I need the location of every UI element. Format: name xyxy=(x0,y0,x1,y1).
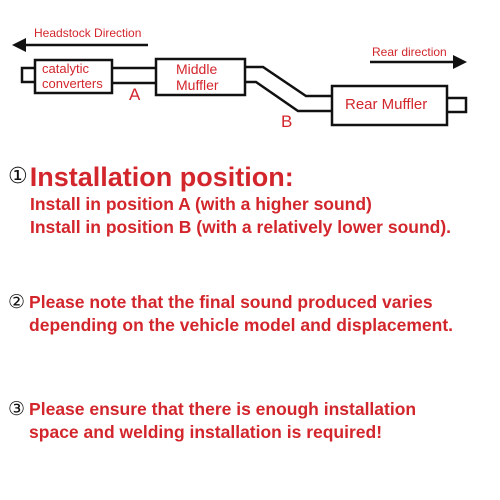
headstock-direction-label: Headstock Direction xyxy=(34,26,142,40)
section-1-title: Installation position: xyxy=(29,162,294,192)
exhaust-diagram-drawing xyxy=(12,38,468,127)
rear-arrow-icon xyxy=(370,55,467,69)
section-3-line-2: space and welding installation is requir… xyxy=(29,422,383,442)
rear-muffler-box xyxy=(330,84,449,127)
section-1-body: Install in position A (with a higher sou… xyxy=(8,193,451,239)
headstock-arrow-icon xyxy=(12,38,148,52)
section-3-note: ③ Please ensure that there is enough ins… xyxy=(8,398,416,444)
rear-direction-label: Rear direction xyxy=(372,45,447,59)
section-2-body: Please note that the final sound produce… xyxy=(29,291,453,337)
section-1-line-2: Install in position B (with a relatively… xyxy=(30,217,452,237)
middle-muffler-box xyxy=(154,57,247,97)
pipe-b-top xyxy=(244,65,333,98)
catalytic-label-line2: converters xyxy=(42,76,103,91)
section-1-line-1: Install in position A (with a higher sou… xyxy=(30,194,372,214)
middle-muffler-label-line2: Muffler xyxy=(176,77,219,93)
section-installation-position: ① Installation position: Install in posi… xyxy=(8,163,451,239)
exhaust-diagram: Headstock Direction Rear direction catal… xyxy=(0,0,500,150)
section-1-number: ① xyxy=(8,164,28,189)
section-3-number: ③ xyxy=(8,398,26,420)
section-2-note: ② Please note that the final sound produ… xyxy=(8,291,453,337)
catalytic-label-line1: catalytic xyxy=(42,61,89,76)
position-b-marker: B xyxy=(281,112,293,131)
section-3-body: Please ensure that there is enough insta… xyxy=(29,398,416,444)
position-a-marker: A xyxy=(129,85,141,104)
section-3-line-1: Please ensure that there is enough insta… xyxy=(29,399,417,419)
rear-muffler-label: Rear Muffler xyxy=(345,96,428,113)
section-2-line-1: Please note that the final sound produce… xyxy=(29,292,433,312)
tail-pipe-stub xyxy=(444,96,468,114)
pipe-b-bottom xyxy=(244,80,333,113)
section-2-number: ② xyxy=(8,291,26,313)
middle-muffler-label-line1: Middle xyxy=(176,61,218,77)
section-space-note: ③ Please ensure that there is enough ins… xyxy=(8,398,416,444)
section-sound-note: ② Please note that the final sound produ… xyxy=(8,291,453,337)
catalytic-converter-box xyxy=(33,58,114,95)
section-1-heading: ① Installation position: xyxy=(8,163,451,191)
section-2-line-2: depending on the vehicle model and displ… xyxy=(29,315,454,335)
